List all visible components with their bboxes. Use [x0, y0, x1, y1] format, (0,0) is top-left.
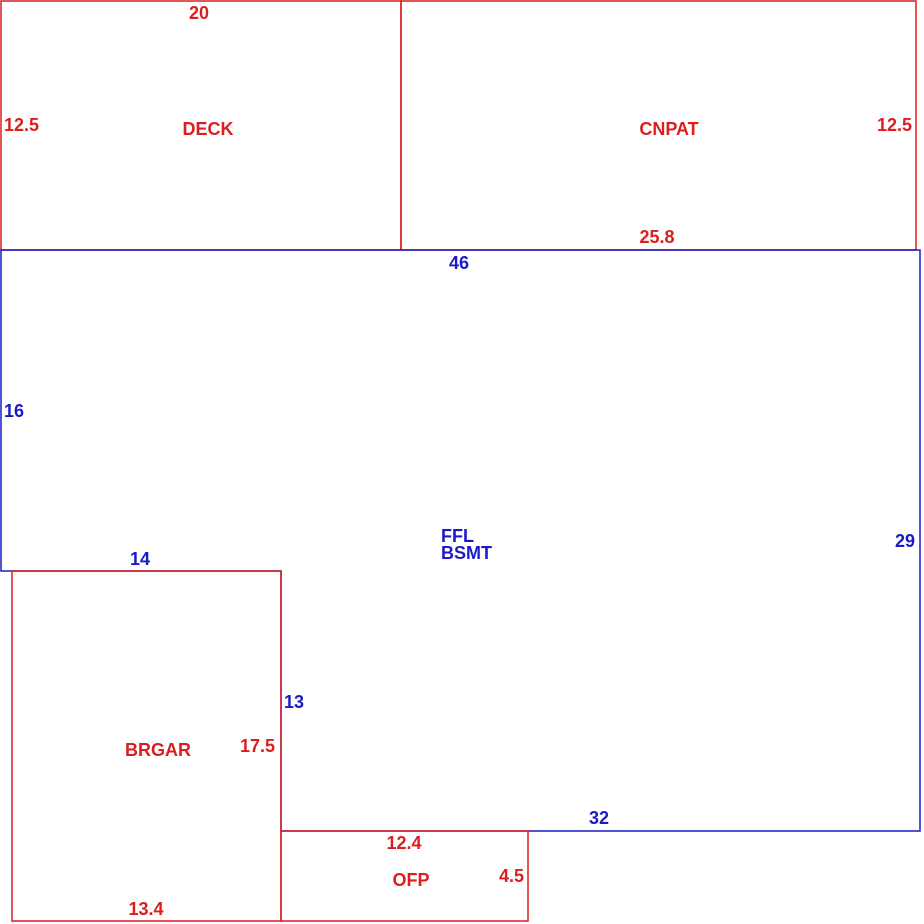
main-label-bsmt: BSMT — [441, 543, 492, 563]
main-label-ffl: FFL — [441, 526, 474, 546]
main-dimension-left: 16 — [4, 401, 24, 421]
cnpat-area[interactable]: CNPAT 12.5 25.8 — [400, 0, 917, 251]
deck-dimension-top: 20 — [189, 3, 209, 23]
main-dimension-step-side: 13 — [284, 692, 304, 712]
main-dimension-step-top: 14 — [130, 549, 150, 569]
cnpat-dimension-right: 12.5 — [877, 115, 912, 135]
deck-label: DECK — [182, 119, 233, 139]
brgar-dimension-right: 17.5 — [240, 736, 275, 756]
brgar-area[interactable]: BRGAR 17.5 13.4 — [11, 570, 282, 922]
deck-dimension-left: 12.5 — [4, 115, 39, 135]
ofp-outline — [280, 830, 529, 922]
brgar-dimension-bottom: 13.4 — [128, 899, 163, 919]
main-dimension-right: 29 — [895, 531, 915, 551]
ofp-dimension-right: 4.5 — [499, 866, 524, 886]
cnpat-dimension-bottom: 25.8 — [639, 227, 674, 247]
deck-area[interactable]: DECK 20 12.5 — [0, 0, 402, 251]
main-dimension-bottom: 32 — [589, 808, 609, 828]
cnpat-label: CNPAT — [639, 119, 698, 139]
ofp-label: OFP — [392, 870, 429, 890]
main-dimension-top: 46 — [449, 253, 469, 273]
brgar-label: BRGAR — [125, 740, 191, 760]
ofp-area[interactable]: OFP 12.4 4.5 — [280, 830, 529, 922]
brgar-outline — [11, 570, 282, 922]
ofp-dimension-top: 12.4 — [386, 833, 421, 853]
